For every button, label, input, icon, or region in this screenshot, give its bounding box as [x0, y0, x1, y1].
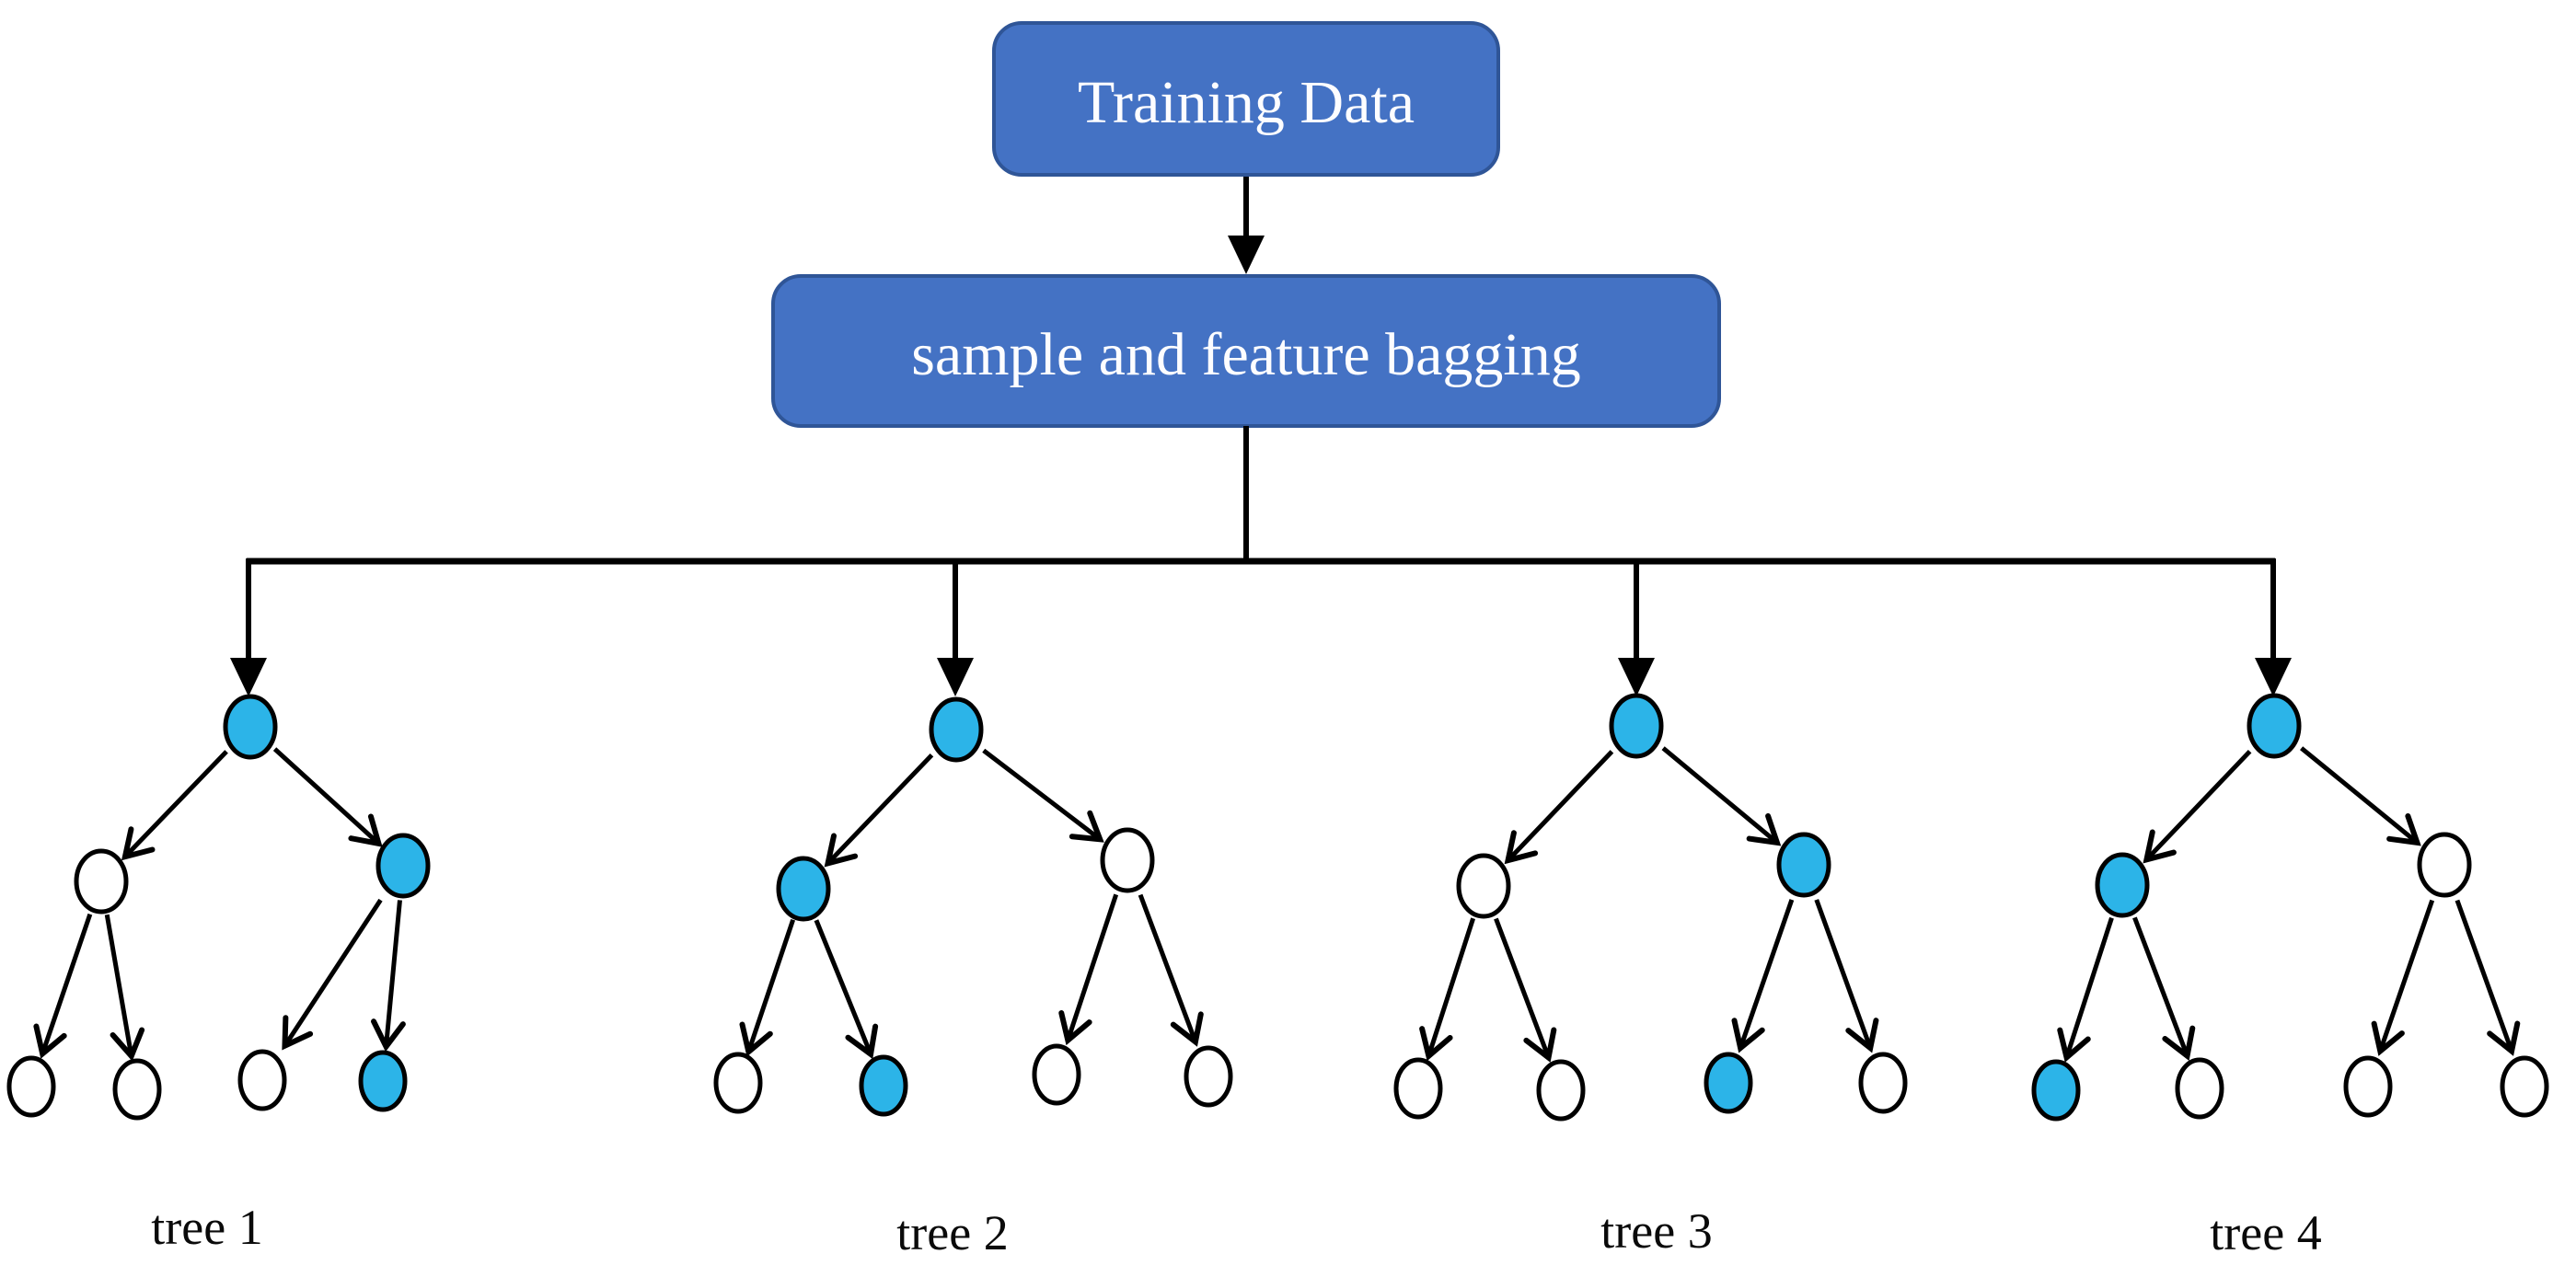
- tree-edge: [33, 913, 93, 1059]
- tree-1-root-node: [223, 694, 278, 760]
- tree-edge: [371, 900, 406, 1053]
- tree-2-left-node: [776, 856, 831, 922]
- tree-2-root-node: [929, 696, 984, 763]
- tree-2-leaf-node-2: [859, 1054, 908, 1117]
- tree-1-left-node: [74, 848, 129, 915]
- tree-edge: [272, 747, 383, 847]
- tree-4-drop-head: [2255, 658, 2292, 696]
- tree-edge: [739, 918, 796, 1057]
- tree-edge: [1731, 899, 1795, 1053]
- tree-4-label: tree 4: [2210, 1205, 2321, 1260]
- tree-edge: [282, 898, 383, 1051]
- tree-1-label: tree 1: [151, 1200, 262, 1255]
- tree-2-label: tree 2: [896, 1205, 1008, 1260]
- tree-3-label: tree 3: [1600, 1203, 1712, 1259]
- tree-3: tree 3: [1393, 693, 1908, 1259]
- trees: tree 1 tree 2 tree 3 tree 4: [6, 693, 2549, 1260]
- tree-edge: [121, 750, 228, 861]
- training-data-label: Training Data: [1078, 69, 1415, 136]
- tree-1: tree 1: [6, 694, 431, 1255]
- tree-4-root-node: [2247, 693, 2302, 759]
- tree-edge: [824, 753, 934, 868]
- tree-2-leaf-node-3: [1032, 1043, 1081, 1106]
- tree-edge: [1138, 893, 1204, 1047]
- tree-2-leaf-node-1: [713, 1052, 763, 1114]
- tree-4-leaf-node-4: [2500, 1055, 2549, 1118]
- flow-boxes: Training Data sample and feature bagging: [771, 21, 1721, 428]
- connector-lines: [230, 177, 2292, 696]
- tree-edge: [1661, 746, 1782, 846]
- tree-edge: [104, 914, 145, 1062]
- tree-edge: [814, 919, 879, 1060]
- tree-2-leaf-node-4: [1184, 1045, 1233, 1108]
- tree-edge: [2057, 916, 2114, 1063]
- tree-1-right-node: [375, 833, 431, 899]
- tree-3-left-node: [1456, 853, 1511, 919]
- training-data-box: [992, 21, 1500, 177]
- tree-edge: [1494, 917, 1557, 1063]
- tree-edge: [2300, 746, 2421, 846]
- box-arrow-head: [1228, 236, 1265, 274]
- tree-4-leaf-node-2: [2175, 1057, 2224, 1120]
- tree-edge: [982, 748, 1104, 843]
- tree-3-drop-head: [1618, 658, 1655, 696]
- tree-edge: [2371, 899, 2435, 1056]
- tree-1-leaf-node-2: [112, 1058, 162, 1121]
- tree-edge: [1058, 893, 1119, 1046]
- tree-4-leaf-node-3: [2343, 1055, 2393, 1118]
- tree-edge: [1419, 917, 1476, 1062]
- tree-2-drop-head: [937, 658, 974, 696]
- tree-3-right-node: [1776, 832, 1831, 898]
- tree-1-leaf-node-4: [358, 1050, 408, 1112]
- tree-edge: [2132, 916, 2196, 1061]
- tree-edge: [2455, 899, 2521, 1056]
- tree-1-leaf-node-1: [6, 1055, 56, 1118]
- tree-2-right-node: [1100, 827, 1155, 893]
- tree-4: tree 4: [2031, 693, 2549, 1260]
- sample-feature-bagging-label: sample and feature bagging: [911, 321, 1581, 388]
- tree-3-leaf-node-3: [1704, 1052, 1753, 1114]
- tree-1-drop-head: [230, 658, 267, 696]
- tree-2: tree 2: [713, 696, 1233, 1260]
- tree-edge: [2143, 749, 2252, 864]
- tree-1-leaf-node-3: [237, 1049, 287, 1111]
- tree-3-leaf-node-1: [1393, 1057, 1443, 1120]
- tree-3-leaf-node-4: [1858, 1052, 1908, 1114]
- tree-edge: [1814, 899, 1879, 1053]
- tree-edge: [1504, 750, 1614, 865]
- tree-3-leaf-node-2: [1536, 1059, 1586, 1122]
- tree-3-root-node: [1609, 693, 1664, 759]
- tree-4-leaf-node-1: [2031, 1059, 2081, 1122]
- tree-4-left-node: [2095, 852, 2150, 918]
- tree-4-right-node: [2417, 832, 2472, 898]
